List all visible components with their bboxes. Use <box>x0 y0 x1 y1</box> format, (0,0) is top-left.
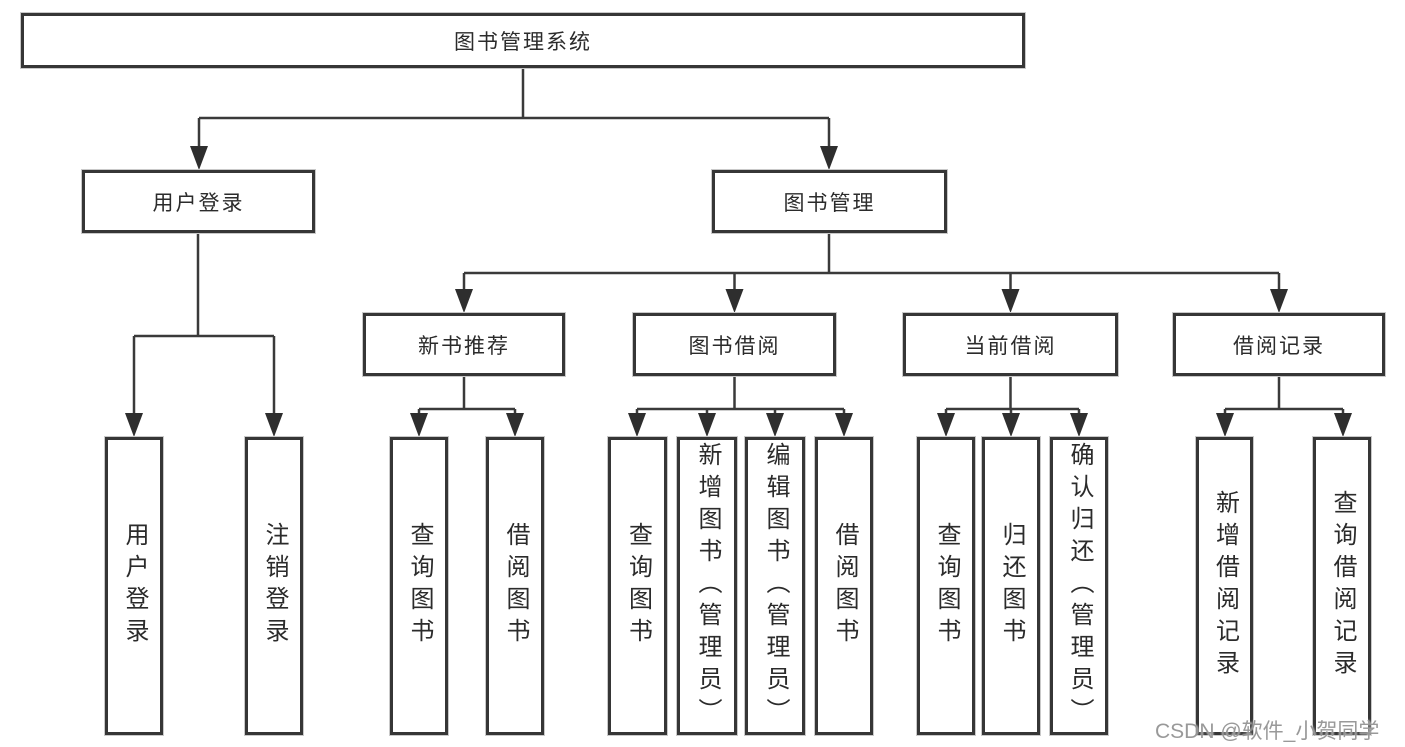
leaf-newbook-borrow-books: 借阅图书 <box>486 437 544 735</box>
leaf-records-query-record: 查询借阅记录 <box>1313 437 1371 735</box>
arrowhead <box>937 413 955 437</box>
node-label: 图书管理系统 <box>454 30 592 54</box>
edge-bookborrow-to-leaves <box>635 376 846 416</box>
arrowhead <box>725 289 744 313</box>
node-label: 用户登录 <box>152 191 245 215</box>
leaf-current-return-books: 归还图书 <box>982 437 1040 735</box>
arrowhead <box>1070 413 1088 437</box>
leaf-current-confirm-return-admin: 确认归还（管理员） <box>1050 437 1108 735</box>
leaf-newbook-query-books: 查询图书 <box>390 437 448 735</box>
node-label: 借阅图书 <box>502 522 529 650</box>
arrowhead <box>1216 413 1234 437</box>
node-label: 查询图书 <box>933 522 960 650</box>
node-label: 图书借阅 <box>688 334 781 358</box>
leaf-borrow-add-books-admin: 新增图书（管理员） <box>677 437 737 735</box>
edge-userlogin-to-leaves <box>132 233 276 416</box>
node-current-borrow: 当前借阅 <box>903 313 1118 376</box>
edge-newbook-to-leaves <box>417 376 517 416</box>
edge-root-to-level2 <box>197 68 831 150</box>
edge-currentborrow-to-leaves <box>944 376 1081 416</box>
arrowhead <box>628 413 646 437</box>
node-label: 图书管理 <box>783 191 876 215</box>
node-user-login: 用户登录 <box>82 170 315 233</box>
arrowhead <box>1270 289 1288 313</box>
node-label: 借阅图书 <box>831 522 858 650</box>
node-label: 用户登录 <box>121 522 148 650</box>
leaf-current-query-books: 查询图书 <box>917 437 975 735</box>
arrowhead <box>265 413 283 437</box>
arrowhead <box>1001 289 1020 313</box>
arrowhead <box>1334 413 1352 437</box>
node-root-system: 图书管理系统 <box>21 13 1025 68</box>
leaf-borrow-query-books: 查询图书 <box>608 437 667 735</box>
edge-records-to-leaves <box>1223 376 1345 416</box>
node-borrow-records: 借阅记录 <box>1173 313 1385 376</box>
node-label: 查询借阅记录 <box>1329 490 1356 682</box>
node-label: 编辑图书（管理员） <box>762 442 789 730</box>
arrowhead <box>410 413 428 437</box>
node-label: 归还图书 <box>998 522 1025 650</box>
node-book-management: 图书管理 <box>712 170 947 233</box>
node-label: 借阅记录 <box>1233 334 1325 358</box>
arrowhead <box>1002 413 1020 437</box>
leaf-logout: 注销登录 <box>245 437 303 735</box>
node-label: 注销登录 <box>261 522 288 650</box>
arrowhead <box>766 413 784 437</box>
node-label: 新增借阅记录 <box>1211 490 1239 682</box>
node-label: 新书推荐 <box>418 334 510 358</box>
node-label: 当前借阅 <box>964 334 1057 358</box>
leaf-borrow-borrow-books: 借阅图书 <box>815 437 873 735</box>
node-label: 查询图书 <box>624 522 652 650</box>
node-book-borrow: 图书借阅 <box>633 313 836 376</box>
arrowhead <box>455 289 473 313</box>
leaf-records-add-record: 新增借阅记录 <box>1196 437 1253 735</box>
arrowhead <box>835 413 853 437</box>
arrowhead <box>506 413 524 437</box>
node-label: 查询图书 <box>406 522 433 650</box>
leaf-user-login: 用户登录 <box>105 437 163 735</box>
leaf-borrow-edit-books-admin: 编辑图书（管理员） <box>745 437 805 735</box>
arrowhead <box>820 146 838 170</box>
arrowheads <box>125 146 1352 437</box>
edge-bookmanage-to-level3 <box>462 233 1281 292</box>
node-label: 新增图书（管理员） <box>694 442 721 730</box>
node-new-book-recommend: 新书推荐 <box>363 313 565 376</box>
arrowhead <box>190 146 208 170</box>
arrowhead <box>125 413 143 437</box>
csdn-watermark: CSDN @软件_小贺同学 <box>1155 720 1380 743</box>
arrowhead <box>698 413 716 437</box>
node-label: 确认归还（管理员） <box>1066 442 1093 730</box>
